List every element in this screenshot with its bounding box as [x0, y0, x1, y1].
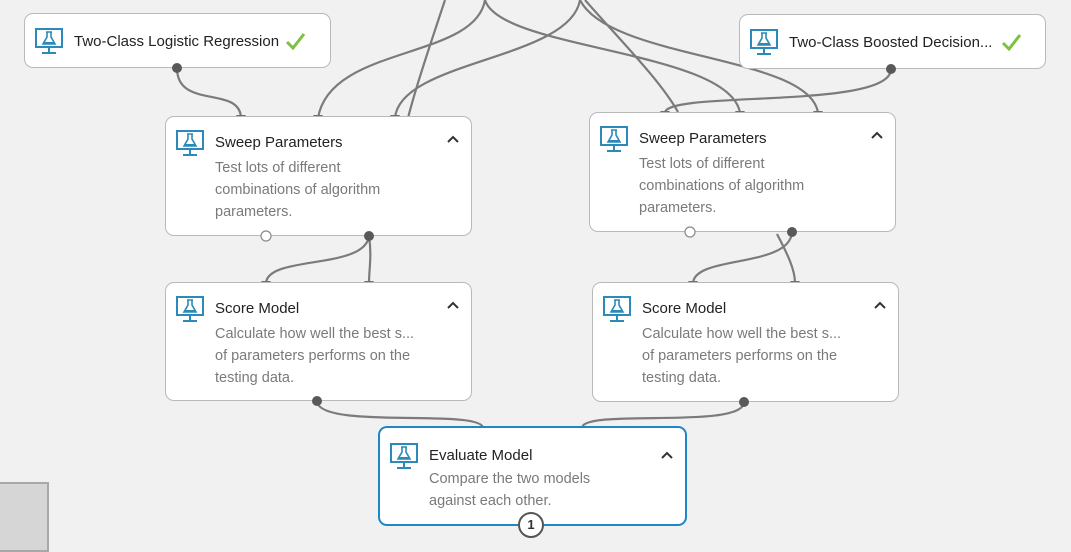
wire-boosted-sweep [663, 68, 893, 114]
flask-monitor-icon [603, 296, 631, 322]
node-description: Calculate how well the best s... of para… [215, 326, 415, 386]
chevron-up-icon[interactable] [872, 297, 888, 313]
flask-monitor-icon [600, 126, 628, 152]
wire-sweepR-scoreR-b [776, 233, 797, 284]
wire-top-a [406, 0, 447, 119]
flask-monitor-icon [35, 28, 63, 54]
green-check-icon [285, 33, 306, 51]
chevron-up-icon[interactable] [869, 127, 885, 143]
wire-sweepL-scoreL-b [367, 235, 372, 284]
wire-top-e [579, 0, 820, 114]
node-title: Two-Class Logistic Regression [74, 33, 280, 50]
node-two-class-boosted-decision-tree[interactable]: Two-Class Boosted Decision... [739, 14, 1046, 69]
chevron-up-icon[interactable] [659, 447, 675, 463]
node-description: Test lots of different combinations of a… [639, 156, 805, 216]
node-title: Sweep Parameters [215, 134, 343, 151]
node-sweep-parameters-right[interactable]: Sweep Parameters Test lots of different … [589, 112, 896, 232]
wire-top-f [584, 0, 679, 113]
wire-top-d [393, 0, 582, 119]
wire-scoreR-evaluate [580, 401, 746, 429]
green-check-icon [1001, 34, 1022, 52]
chevron-up-icon[interactable] [445, 297, 461, 313]
node-title: Two-Class Boosted Decision... [789, 34, 993, 51]
flask-monitor-icon [750, 29, 778, 55]
node-sweep-parameters-left[interactable]: Sweep Parameters Test lots of different … [165, 116, 472, 236]
node-description: Test lots of different combinations of a… [215, 160, 381, 220]
wire-logistic-sweep [175, 67, 243, 119]
node-two-class-logistic-regression[interactable]: Two-Class Logistic Regression [24, 13, 331, 68]
chevron-up-icon[interactable] [445, 131, 461, 147]
wire-top-b [316, 0, 487, 119]
node-description: Calculate how well the best s... of para… [642, 326, 842, 386]
wire-sweepL-scoreL-a [264, 235, 371, 284]
flask-monitor-icon [390, 443, 418, 469]
wire-scoreL-evaluate [315, 400, 485, 429]
node-evaluate-model[interactable]: Evaluate Model Compare the two models ag… [378, 426, 687, 526]
flask-monitor-icon [176, 130, 204, 156]
node-title: Score Model [215, 300, 300, 317]
node-description: Compare the two models against each othe… [429, 471, 591, 509]
node-title: Score Model [642, 300, 727, 317]
wire-sweepR-scoreR-a [691, 231, 794, 284]
node-title: Evaluate Model [429, 447, 533, 464]
minimap-panel[interactable] [0, 482, 49, 552]
flask-monitor-icon [176, 296, 204, 322]
node-title: Sweep Parameters [639, 130, 767, 147]
output-port-badge[interactable]: 1 [518, 512, 544, 538]
wire-top-c [483, 0, 742, 114]
node-score-model-left[interactable]: Score Model Calculate how well the best … [165, 282, 472, 401]
node-score-model-right[interactable]: Score Model Calculate how well the best … [592, 282, 899, 402]
